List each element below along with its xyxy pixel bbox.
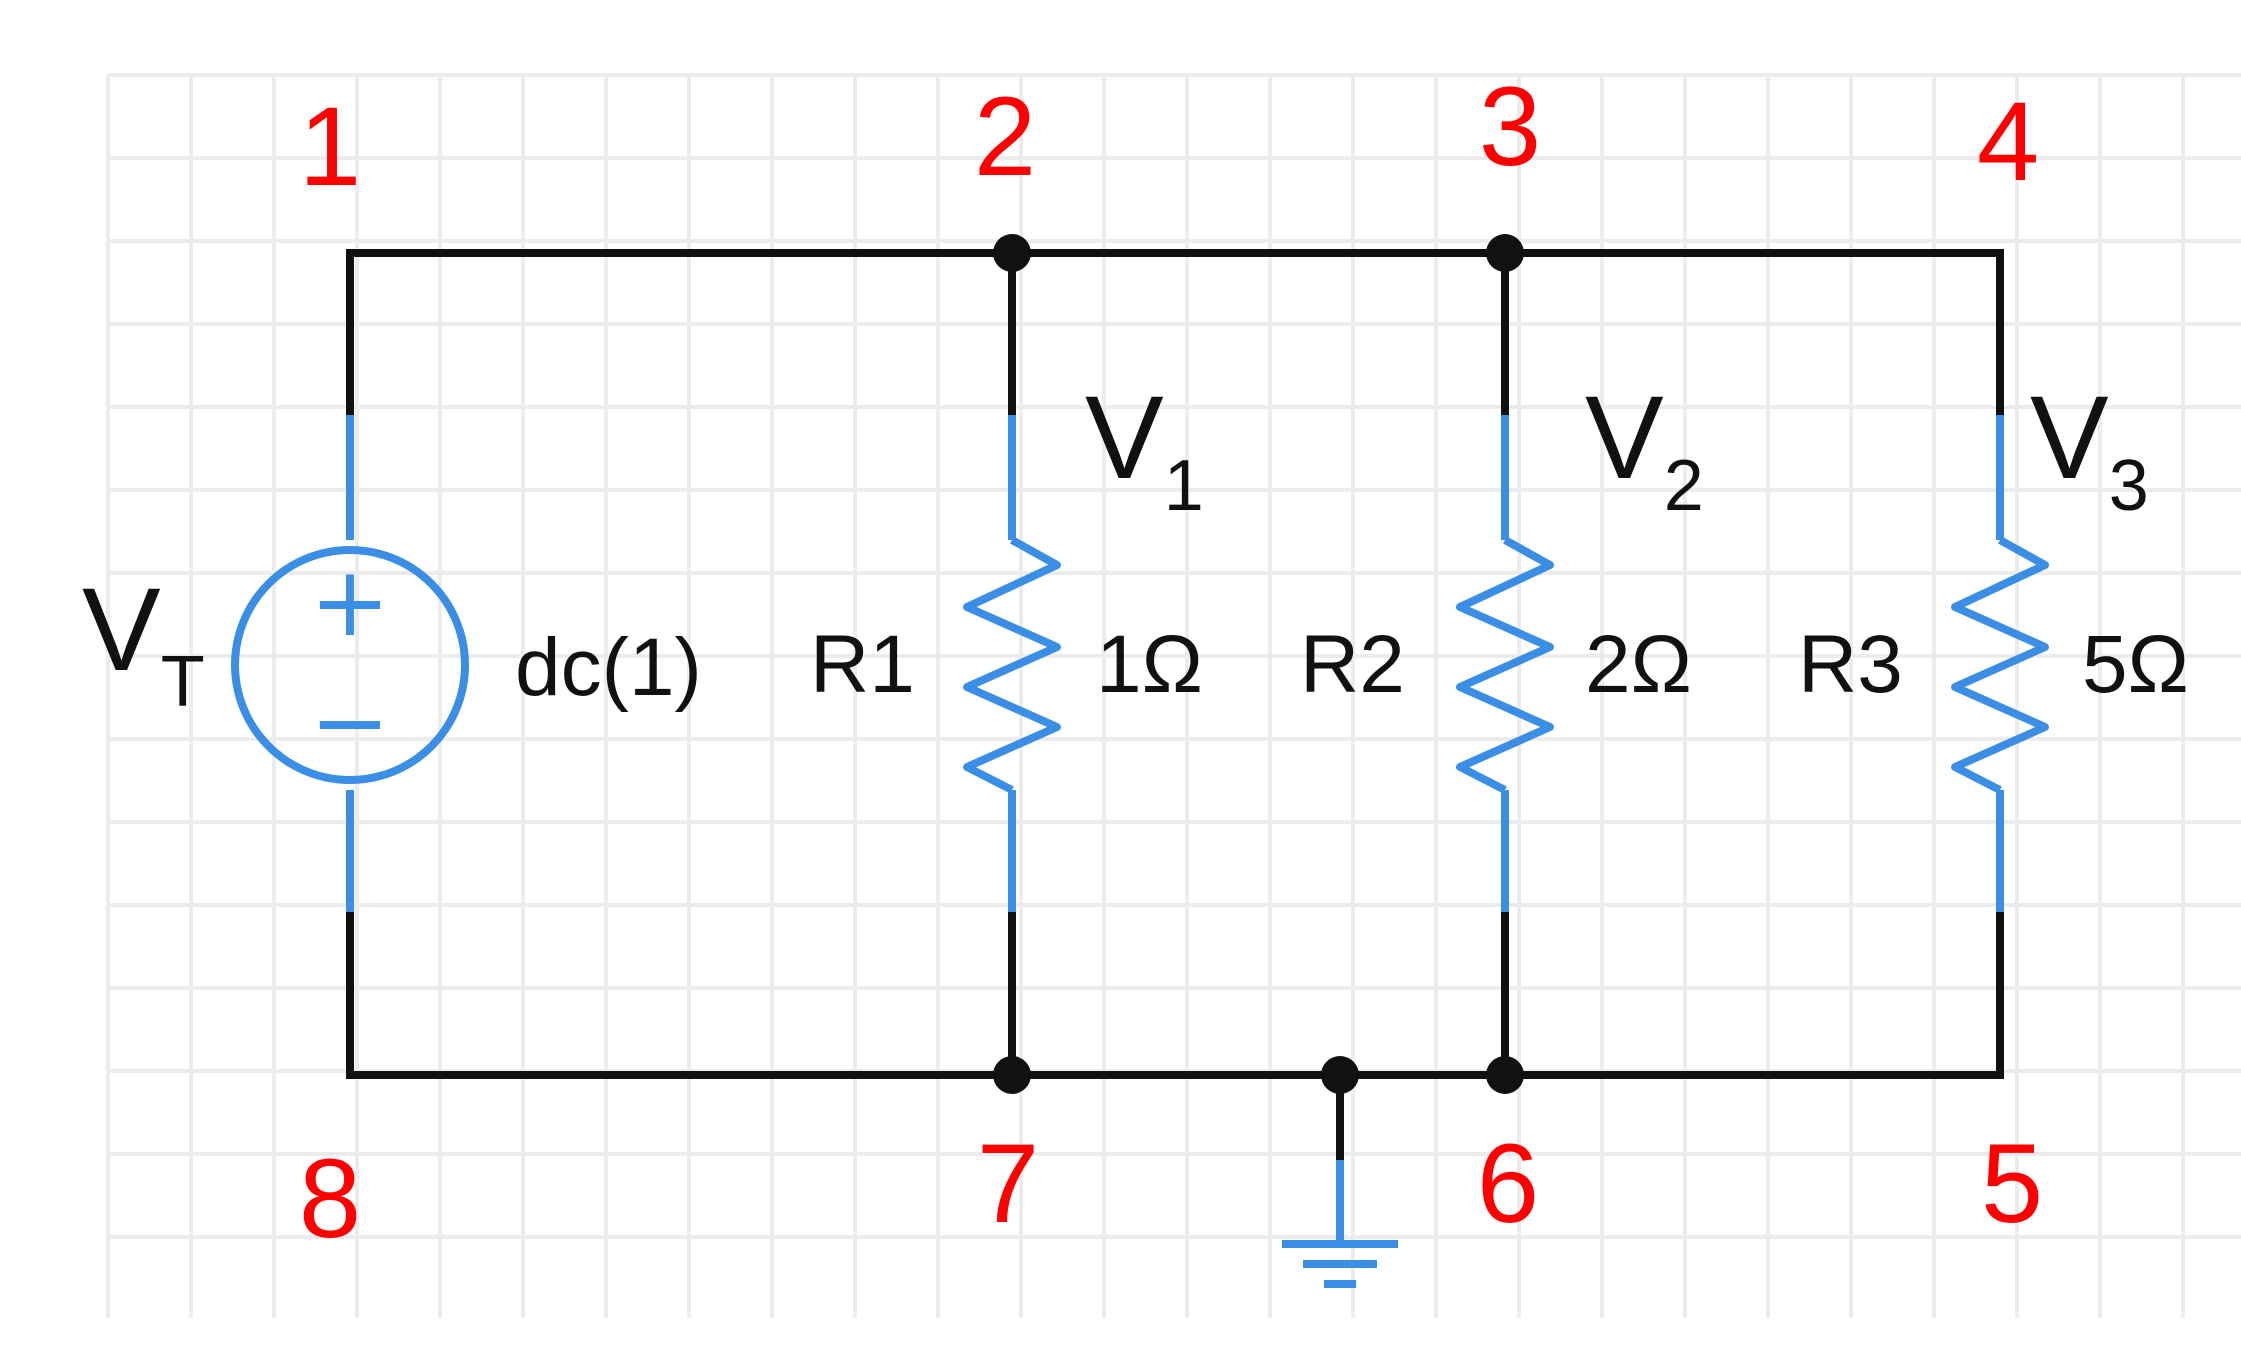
bottom-wire: [346, 908, 2004, 1079]
node-label-4: 4: [1977, 79, 2039, 204]
r3-value: 5Ω: [2082, 619, 2189, 710]
v3-label: V3: [2030, 372, 2149, 526]
resistor-icon[interactable]: [963, 415, 1061, 912]
junction-dot: [1486, 1056, 1524, 1094]
junction-dot: [993, 234, 1031, 272]
r2-value: 2Ω: [1585, 619, 1692, 710]
node-label-5: 5: [1981, 1121, 2043, 1246]
node-labels: 1 2 3 4 5 6 7 8: [299, 64, 2043, 1261]
r3-name: R3: [1798, 619, 1903, 710]
node-label-2: 2: [974, 74, 1036, 199]
ground-icon: [1282, 1160, 1398, 1288]
r2-name: R2: [1300, 619, 1405, 710]
junction-dot: [1321, 1056, 1359, 1094]
source-value: dc(1): [515, 622, 702, 713]
resistor-icon[interactable]: [1456, 415, 1554, 912]
node-label-8: 8: [299, 1136, 361, 1261]
source-name: VT: [82, 564, 205, 722]
junction-dot: [993, 1056, 1031, 1094]
source-minus: −: [310, 666, 390, 778]
junction-dot: [1486, 234, 1524, 272]
voltage-source-icon[interactable]: + −: [231, 415, 469, 912]
top-wire: [346, 249, 2004, 419]
junction-dots: [993, 234, 1524, 1094]
v2-label: V2: [1585, 372, 1704, 526]
node-label-3: 3: [1479, 64, 1541, 189]
r1-value: 1Ω: [1096, 619, 1203, 710]
node-label-7: 7: [977, 1121, 1039, 1246]
node-label-1: 1: [299, 84, 361, 209]
source-plus: +: [310, 546, 390, 658]
resistors: [963, 415, 2049, 912]
r1-name: R1: [810, 619, 915, 710]
node-label-6: 6: [1477, 1121, 1539, 1246]
resistor-icon[interactable]: [1951, 415, 2049, 912]
wires: [346, 249, 2004, 1164]
v1-label: V1: [1085, 372, 1204, 526]
